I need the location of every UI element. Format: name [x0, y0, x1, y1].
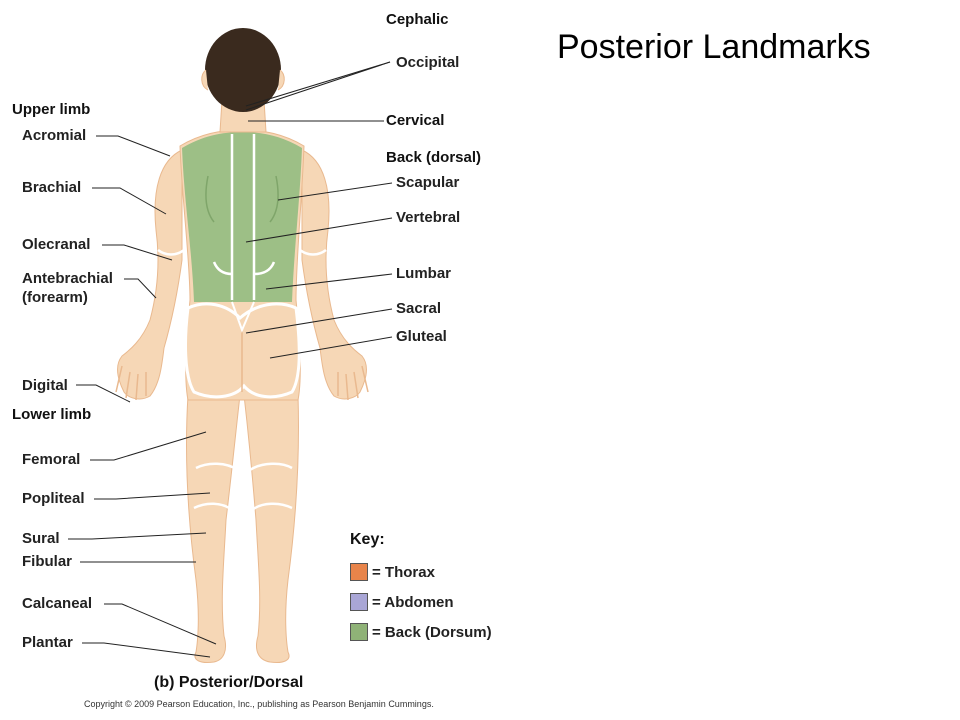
label-forearm: (forearm) [22, 289, 88, 306]
label-plantar: Plantar [22, 634, 73, 651]
right-leg [243, 394, 299, 663]
left-arm [117, 149, 183, 400]
key-title: Key: [350, 531, 385, 548]
label-digital: Digital [22, 377, 68, 394]
back-swatch [350, 623, 368, 641]
label-occipital: Occipital [396, 54, 460, 71]
right-hand-fingers [337, 365, 369, 401]
label-lumbar: Lumbar [396, 265, 452, 282]
label-brachial: Brachial [22, 179, 82, 196]
key-item-thorax: = Thorax [350, 562, 435, 582]
abdomen-swatch [350, 593, 368, 611]
label-scapular: Scapular [396, 174, 460, 191]
label-cervical: Cervical [386, 112, 445, 129]
ear-left [201, 69, 209, 91]
header-upper-limb: Upper limb [12, 101, 91, 118]
ear-right [277, 69, 285, 91]
key-item-back: = Back (Dorsum) [350, 622, 492, 642]
figure-caption: (b) Posterior/Dorsal [154, 674, 304, 691]
key-item-abdomen: = Abdomen [350, 592, 454, 612]
label-fibular: Fibular [22, 553, 73, 570]
label-olecranal: Olecranal [22, 236, 91, 253]
olecranal-outline [157, 248, 327, 256]
vertebral-outline [230, 134, 256, 300]
popliteal-outline [195, 462, 293, 472]
head-hair [205, 28, 281, 112]
page-title: Posterior Landmarks [557, 28, 871, 66]
label-antebrachial: Antebrachial [22, 270, 113, 287]
header-back-dorsal: Back (dorsal) [386, 149, 482, 166]
lumbar-outline [212, 261, 276, 276]
left-hand-fingers [115, 365, 147, 401]
label-femoral: Femoral [22, 451, 81, 468]
sacral-outline [231, 301, 255, 333]
label-popliteal: Popliteal [22, 490, 85, 507]
header-cephalic: Cephalic [386, 11, 449, 28]
left-leg [185, 394, 241, 663]
label-vertebral: Vertebral [396, 209, 461, 226]
label-calcaneal: Calcaneal [22, 595, 93, 612]
key-label-back: = Back (Dorsum) [372, 623, 492, 641]
back-dorsal-region [182, 132, 302, 302]
key-label-thorax: = Thorax [372, 563, 435, 581]
header-lower-limb: Lower limb [12, 406, 92, 423]
label-gluteal: Gluteal [396, 328, 447, 345]
label-sacral: Sacral [396, 300, 442, 317]
label-sural: Sural [22, 530, 60, 547]
key-label-abdomen: = Abdomen [372, 593, 454, 611]
sural-outline [193, 502, 293, 512]
leader-lines [68, 61, 393, 658]
label-acromial: Acromial [22, 127, 87, 144]
scapular-shading [205, 175, 279, 223]
copyright-text: Copyright © 2009 Pearson Education, Inc.… [84, 699, 434, 709]
thorax-swatch [350, 563, 368, 581]
right-arm [301, 149, 367, 400]
